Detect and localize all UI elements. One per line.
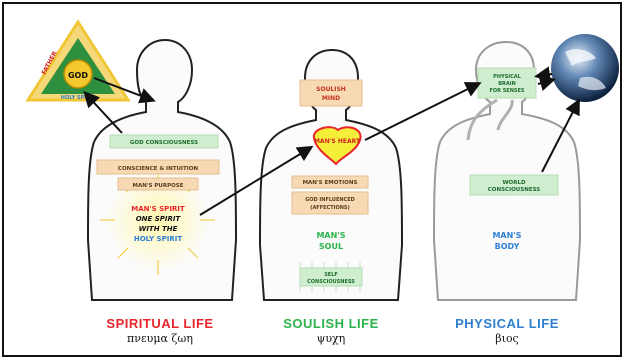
physical-life-title: PHYSICAL LIFE [437,316,577,331]
emotions-label: MAN'S EMOTIONS [303,180,358,186]
self-consciousness-label: SELF CONSCIOUSNESS [331,286,343,288]
soulish-life-subtitle: ψυχη [261,332,401,345]
purpose-label: MAN'S PURPOSE [132,183,183,189]
soulish-mind-label: SOULISH MIND [331,69,339,71]
god-affected-label: GOD INFLUENCED [305,197,355,203]
trinity-icon [28,22,128,100]
spiritual-life-subtitle: πνευμα ζωη [90,332,230,345]
world-consciousness-line-1: WORLD [502,180,525,186]
arrow-earth-to-brain [538,74,552,76]
self-consciousness-line-2: CONSCIOUSNESS [307,279,355,285]
god-affected-label-2: (AFFECTIONS) [310,205,350,211]
soulish-mind-line-1: SOULISH [316,86,346,93]
spiritual-life-title: SPIRITUAL LIFE [90,316,230,331]
conscience-label: CONSCIENCE & INTUITION [118,166,199,172]
trinity-god-label: GOD [68,71,88,80]
physical-life-subtitle: βιος [437,332,577,345]
brain-line-2: BRAIN [498,81,516,87]
spirit-line-3: WITH THE [139,225,178,233]
self-consciousness-line-1: SELF [324,272,338,278]
world-consciousness-line-2: CONSCIOUSNESS [488,187,541,193]
body-line-2: BODY [495,242,520,251]
soul-line-2: SOUL [319,242,343,251]
brain-line-3: FOR SENSES [489,88,524,94]
earth-globe-icon [551,34,619,102]
spirit-line-4: HOLY SPIRIT [134,235,182,243]
body-line-1: MAN'S [492,231,521,240]
soul-line-1: MAN'S [316,231,345,240]
world-consciousness-label: WORLD CONSCIOUSNESS [514,194,527,196]
heart-label: MAN'S HEART [314,138,361,145]
spirit-line-1: MAN'S SPIRIT [131,205,185,213]
soulish-mind-box [300,80,362,106]
soulish-mind-line-2: MIND [322,95,340,102]
arrow-brain-to-earth [538,80,552,84]
god-consciousness-label: GOD CONSCIOUSNESS [130,140,198,146]
brain-line-1: PHYSICAL [493,74,521,80]
soulish-life-title: SOULISH LIFE [261,316,401,331]
spirit-line-2: ONE SPIRIT [136,215,182,223]
